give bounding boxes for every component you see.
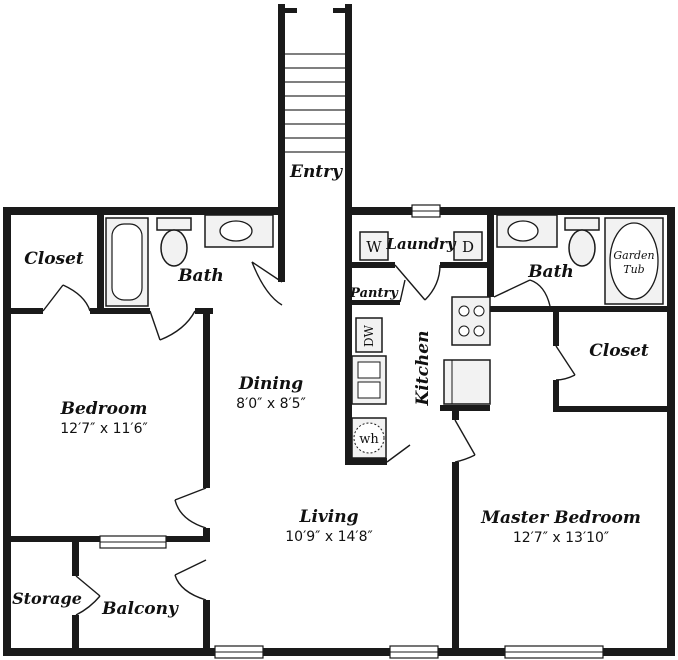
- living-label: Living: [299, 507, 359, 527]
- bath-left-label: Bath: [177, 266, 224, 286]
- garden-tub-label-1: Garden: [613, 249, 654, 262]
- bedroom-label: Bedroom: [60, 399, 148, 419]
- pantry-label: Pantry: [349, 286, 399, 301]
- dishwasher-label: DW: [362, 324, 376, 347]
- entry-corridor: [278, 4, 352, 209]
- garden-tub-label-2: Tub: [623, 263, 644, 276]
- refrigerator: [443, 359, 491, 405]
- staircase: [285, 53, 345, 153]
- storage-label: Storage: [12, 589, 82, 608]
- interior-walls-left: [3, 207, 285, 656]
- toilet-left: [156, 217, 192, 267]
- dryer: D: [453, 231, 483, 261]
- laundry-label: Laundry: [385, 235, 456, 253]
- living-dimensions: 10′9″ x 14′8″: [285, 529, 372, 545]
- master-bedroom-dimensions: 12′7″ x 13′10″: [513, 530, 609, 546]
- kitchen-label: Kitchen: [413, 331, 433, 407]
- dryer-label: D: [462, 238, 474, 256]
- stove: [451, 296, 491, 346]
- bathtub-left: [105, 217, 149, 307]
- closet-right-label: Closet: [589, 341, 649, 361]
- master-bedroom-label: Master Bedroom: [480, 508, 641, 528]
- entry-label: Entry: [289, 162, 343, 182]
- closet-left-label: Closet: [24, 249, 84, 269]
- interior-walls-right: [345, 207, 675, 656]
- sink-left: [204, 214, 274, 248]
- exterior-walls: [3, 207, 675, 656]
- kitchen-sink: [351, 355, 387, 405]
- water-heater: wh: [351, 417, 387, 459]
- bath-right-label: Bath: [527, 262, 574, 282]
- garden-tub: Garden Tub: [604, 217, 664, 305]
- doors: [42, 261, 576, 616]
- dining-dimensions: 8′0″ x 8′5″: [236, 396, 306, 412]
- sink-right: [496, 214, 558, 248]
- bedroom-dimensions: 12′7″ x 11′6″: [60, 421, 147, 437]
- dining-label: Dining: [238, 374, 303, 394]
- washer-label: W: [366, 238, 382, 256]
- toilet-right: [564, 217, 600, 267]
- water-heater-label: wh: [359, 432, 379, 447]
- washer: W: [359, 231, 389, 261]
- balcony-label: Balcony: [101, 599, 179, 619]
- dishwasher: DW: [355, 317, 383, 353]
- windows: [99, 204, 604, 659]
